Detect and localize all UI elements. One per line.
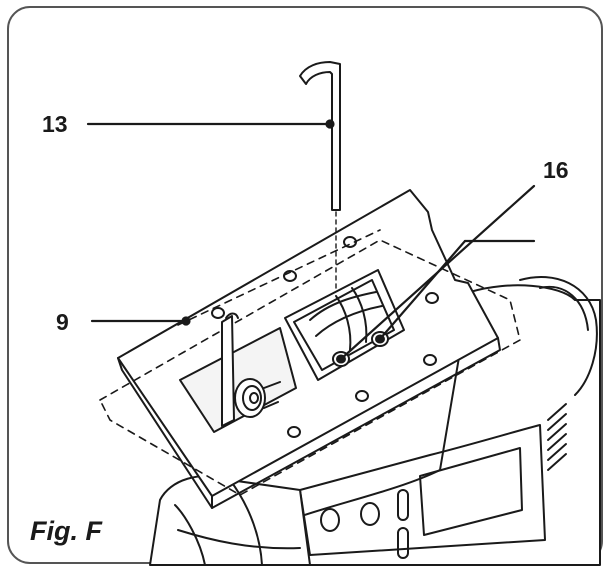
leader-lines	[86, 119, 536, 361]
callout-label-base-plate: 9	[56, 309, 69, 335]
vent-slots	[547, 403, 567, 471]
motor-housing	[289, 275, 601, 566]
hex-key	[299, 61, 341, 291]
base-plate	[99, 189, 521, 509]
figure-caption: Fig. F	[30, 516, 102, 546]
screw-holes	[211, 236, 439, 438]
callout-label-screws: 16	[543, 157, 569, 183]
guide-roller	[234, 378, 281, 418]
handle-grip	[149, 475, 311, 566]
control-buttons	[320, 489, 409, 559]
callout-label-hex-key: 13	[42, 111, 68, 137]
